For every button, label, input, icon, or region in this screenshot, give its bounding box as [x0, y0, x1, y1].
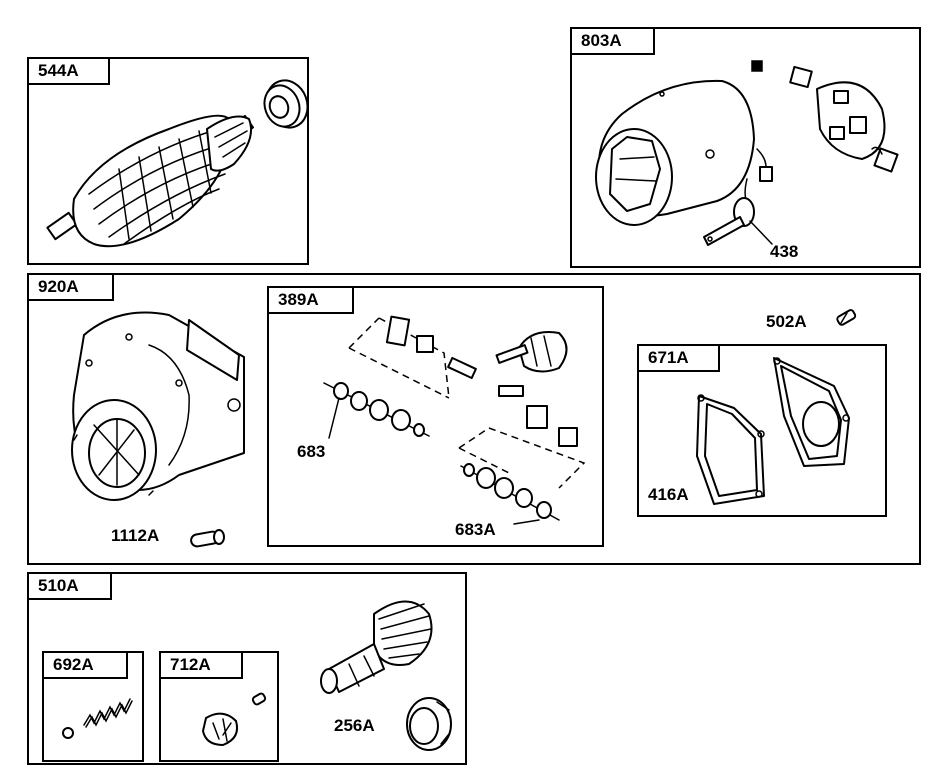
exploded-line-lower [458, 427, 586, 489]
part-label-438: 438 [770, 242, 799, 261]
commutator [206, 115, 253, 172]
drive-housing [71, 311, 245, 501]
retainer-illustration [202, 692, 267, 746]
drive-kit-illustration [320, 600, 452, 751]
part-label-1112a: 1112A [111, 526, 160, 545]
part-label-416a: 416A [648, 485, 689, 504]
retainer-pin [251, 692, 267, 706]
terminal-stud [495, 331, 568, 373]
clutch-256a [406, 697, 452, 751]
housing-cylinder [595, 79, 755, 226]
group-label-803a: 803A [570, 27, 655, 55]
ball-icon [62, 727, 74, 739]
screw-502a [836, 309, 857, 326]
bearing-icon [263, 79, 309, 129]
washer-stack-683 [323, 382, 430, 439]
part-label-502a: 502A [766, 312, 807, 331]
pin-1112a [190, 529, 225, 548]
group-544a: 544A [27, 57, 309, 265]
gasket-right [773, 357, 850, 467]
brush-plate [751, 60, 899, 173]
spring-illustration [62, 698, 133, 739]
spring-icon [83, 698, 133, 728]
part-label-256a: 256A [334, 716, 375, 735]
pinion-gear [320, 600, 433, 694]
screw-502a-illustration [836, 309, 857, 326]
retainer-cap [202, 712, 239, 746]
brush-springs [385, 315, 578, 447]
group-label-712a: 712A [159, 651, 243, 679]
group-label-692a: 692A [42, 651, 128, 679]
group-label-920a: 920A [27, 273, 114, 301]
group-label-510a: 510A [27, 572, 112, 600]
group-label-671a: 671A [637, 344, 720, 372]
gasket-left [696, 394, 765, 505]
group-label-389a: 389A [267, 286, 354, 314]
group-389a: 389A [267, 286, 604, 547]
part-label-683a: 683A [455, 520, 496, 539]
gasket-illustration [696, 357, 850, 505]
group-803a: 803A 438 [570, 27, 921, 268]
motor-housing-illustration [595, 60, 899, 246]
group-671a: 671A 416A [637, 344, 887, 517]
group-692a: 692A [42, 651, 144, 762]
group-712a: 712A [159, 651, 279, 762]
group-label-544a: 544A [27, 57, 110, 85]
washer-stack-683a [460, 463, 560, 525]
wire-lead [744, 148, 773, 208]
brush-kit-illustration [323, 315, 586, 525]
terminal-bolt [703, 197, 773, 246]
armature-illustration [46, 79, 309, 248]
drive-housing-illustration [71, 311, 245, 548]
part-label-683: 683 [297, 442, 326, 461]
